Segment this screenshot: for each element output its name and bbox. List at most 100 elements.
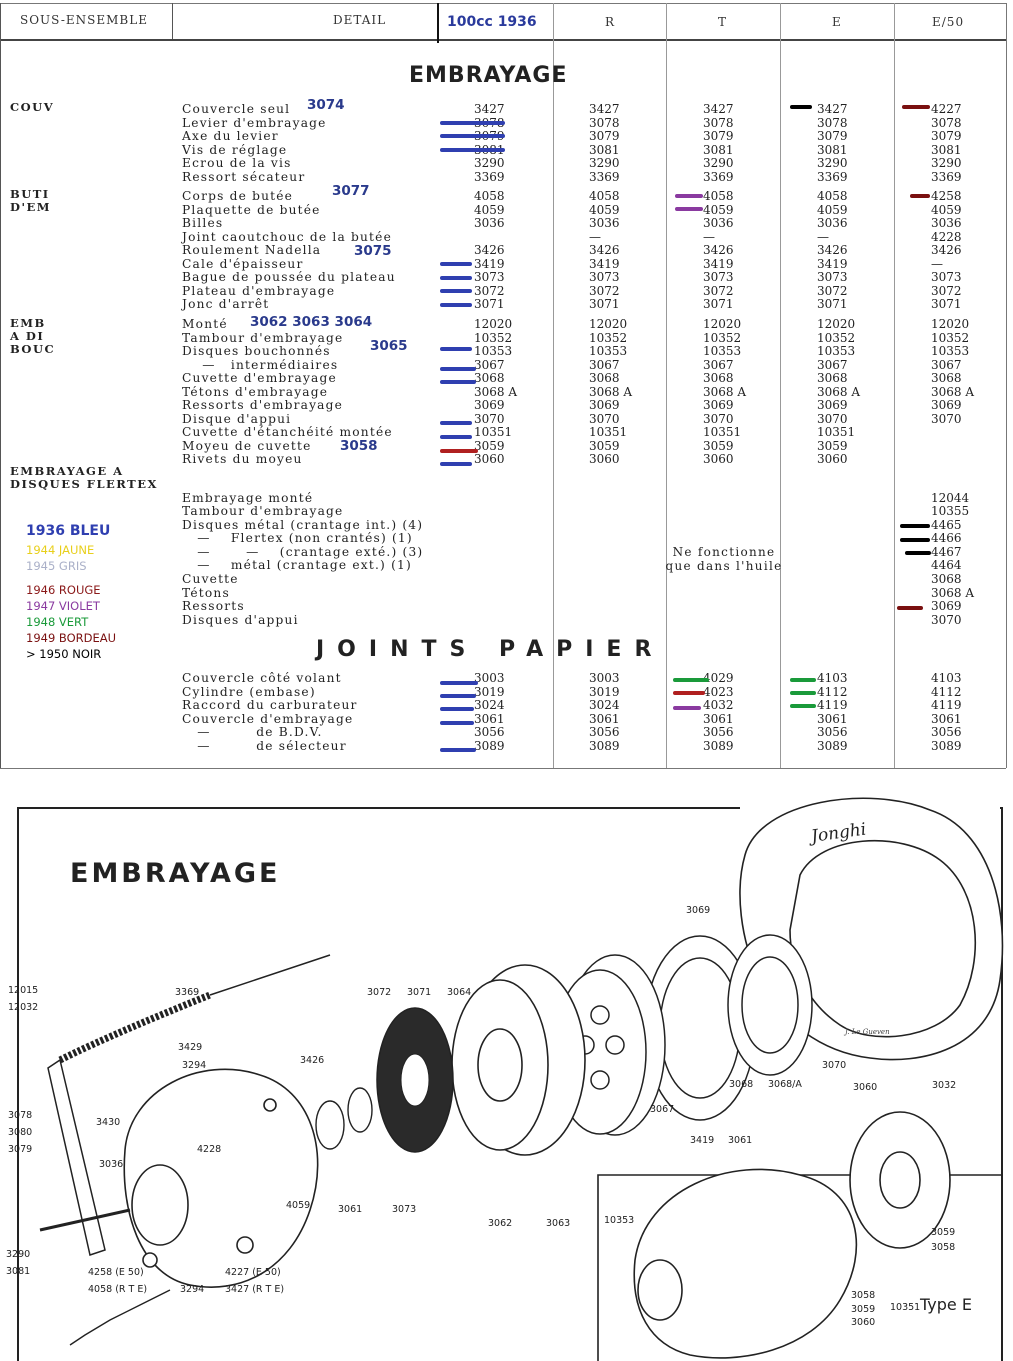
cell-r: 3071 bbox=[589, 297, 620, 311]
flertex-cell-e50: 3070 bbox=[931, 613, 962, 627]
joint-row-label: Cylindre (embase) bbox=[182, 685, 316, 699]
flertex-row-label: Embrayage monté bbox=[182, 491, 314, 505]
row-label: Billes bbox=[182, 216, 224, 230]
cell-r: 3290 bbox=[589, 156, 620, 170]
color-highlight-mark bbox=[673, 678, 709, 682]
row-label: Ecrou de la vis bbox=[182, 156, 292, 170]
color-legend: 1936 BLEU 1944 JAUNE 1945 GRIS 1946 ROUG… bbox=[26, 522, 166, 662]
flertex-cell-e50: 3068 bbox=[931, 572, 962, 586]
legend-1947: 1947 VIOLET bbox=[26, 599, 100, 613]
cell-e: 3071 bbox=[817, 297, 848, 311]
part-number-label: 3430 bbox=[96, 1117, 120, 1128]
row-label: Tambour d'embrayage bbox=[182, 331, 344, 345]
cell-r: 3426 bbox=[589, 243, 620, 257]
color-highlight-mark bbox=[440, 347, 472, 351]
part-number-label: 3294 bbox=[182, 1060, 206, 1071]
part-number-label: 3036 bbox=[99, 1159, 123, 1170]
flertex-row-label: — Flertex (non crantés) (1) bbox=[182, 531, 413, 545]
cell-e: 3369 bbox=[817, 170, 848, 184]
cell-c1: 3073 bbox=[474, 270, 505, 284]
cell-e: 3073 bbox=[817, 270, 848, 284]
color-highlight-mark bbox=[790, 678, 816, 682]
part-number-label: 10351 bbox=[890, 1302, 920, 1313]
annotation-3058: 3058 bbox=[340, 438, 378, 454]
cell-r: 3067 bbox=[589, 358, 620, 372]
section-title-joints: JOINTS PAPIER bbox=[316, 637, 665, 662]
cell-t: 3081 bbox=[703, 143, 734, 157]
part-number-label: 3071 bbox=[407, 987, 431, 998]
cell-c1: 3071 bbox=[474, 297, 505, 311]
clutch-cover bbox=[123, 1068, 319, 1288]
col-line-4 bbox=[553, 3, 554, 768]
part-number-label: 3060 bbox=[851, 1317, 875, 1328]
cell-c1: 3072 bbox=[474, 284, 505, 298]
cell-t: 4058 bbox=[703, 189, 734, 203]
joint-row-label: — de sélecteur bbox=[182, 739, 347, 753]
cell-r: 3427 bbox=[589, 102, 620, 116]
exploded-diagram: EMBRAYAGE Jonghi bbox=[6, 797, 1004, 1361]
cell-e: 4059 bbox=[817, 203, 848, 217]
part-number-label: 3081 bbox=[6, 1266, 30, 1277]
cell-c1: 3036 bbox=[474, 216, 505, 230]
cell-t: 3079 bbox=[703, 129, 734, 143]
cell-e: 10351 bbox=[817, 425, 856, 439]
header-model: 100cc 1936 bbox=[447, 14, 537, 30]
annotation-3065: 3065 bbox=[370, 338, 408, 354]
adjusting-screw bbox=[39, 1208, 131, 1232]
row-label: Corps de butée bbox=[182, 189, 294, 203]
cell-e50: 12020 bbox=[931, 317, 970, 331]
part-number-label: 3429 bbox=[178, 1042, 202, 1053]
row-label: Disques bouchonnés bbox=[182, 344, 331, 358]
part-number-label: 3069 bbox=[686, 905, 710, 916]
cell-r: 3073 bbox=[589, 270, 620, 284]
cell-e: 3081 bbox=[817, 143, 848, 157]
cell-e50: 4228 bbox=[931, 230, 962, 244]
color-highlight-mark bbox=[440, 462, 472, 466]
pressure-plate bbox=[644, 934, 813, 1121]
col-line-1 bbox=[0, 3, 1, 768]
part-number-label: 3294 bbox=[180, 1284, 204, 1295]
part-number-label: 3067 bbox=[650, 1104, 674, 1115]
part-labels: 1201512032307830803079329030813369342932… bbox=[6, 905, 956, 1328]
color-highlight-mark bbox=[440, 380, 476, 384]
joint-row-label: Couvercle d'embrayage bbox=[182, 712, 354, 726]
cell-c1: 10353 bbox=[474, 344, 513, 358]
flertex-cell-e50: 4464 bbox=[931, 558, 962, 572]
cell-e50: 4227 bbox=[931, 102, 962, 116]
row-label: Couvercle seul bbox=[182, 102, 291, 116]
cell-e: 12020 bbox=[817, 317, 856, 331]
cell-r: 3072 bbox=[589, 284, 620, 298]
cell-r: 3369 bbox=[589, 170, 620, 184]
cell-e50: 3290 bbox=[931, 156, 962, 170]
flertex-cell-e50: 12044 bbox=[931, 491, 970, 505]
cell-e: 3426 bbox=[817, 243, 848, 257]
cell-e: 4058 bbox=[817, 189, 848, 203]
joint-cell-e: 4112 bbox=[817, 685, 848, 699]
flertex-cell-e50: 3069 bbox=[931, 599, 962, 613]
color-highlight-mark bbox=[440, 367, 476, 371]
joint-cell-r: 3056 bbox=[589, 725, 620, 739]
part-number-label: 4058 (R T E) bbox=[88, 1284, 147, 1295]
cell-c1: 3060 bbox=[474, 452, 505, 466]
row-label: Jonc d'arrêt bbox=[182, 297, 270, 311]
joint-cell-e: 3061 bbox=[817, 712, 848, 726]
cell-r: 4058 bbox=[589, 189, 620, 203]
cell-e50: 3081 bbox=[931, 143, 962, 157]
color-highlight-mark bbox=[440, 289, 472, 293]
group-couvercle: COUV bbox=[10, 100, 55, 114]
part-number-label: 3064 bbox=[447, 987, 471, 998]
part-number-label: 3426 bbox=[300, 1055, 324, 1066]
part-number-label: 3419 bbox=[690, 1135, 714, 1146]
cell-e: 10353 bbox=[817, 344, 856, 358]
part-number-label: 10353 bbox=[604, 1215, 634, 1226]
cell-c1: 3427 bbox=[474, 102, 505, 116]
joint-cell-e50: 4103 bbox=[931, 671, 962, 685]
part-number-label: 3079 bbox=[8, 1144, 32, 1155]
row-label: Roulement Nadella bbox=[182, 243, 322, 257]
cell-r: 3069 bbox=[589, 398, 620, 412]
cell-r: 3036 bbox=[589, 216, 620, 230]
cell-r: 10352 bbox=[589, 331, 628, 345]
cell-e50: 3071 bbox=[931, 297, 962, 311]
